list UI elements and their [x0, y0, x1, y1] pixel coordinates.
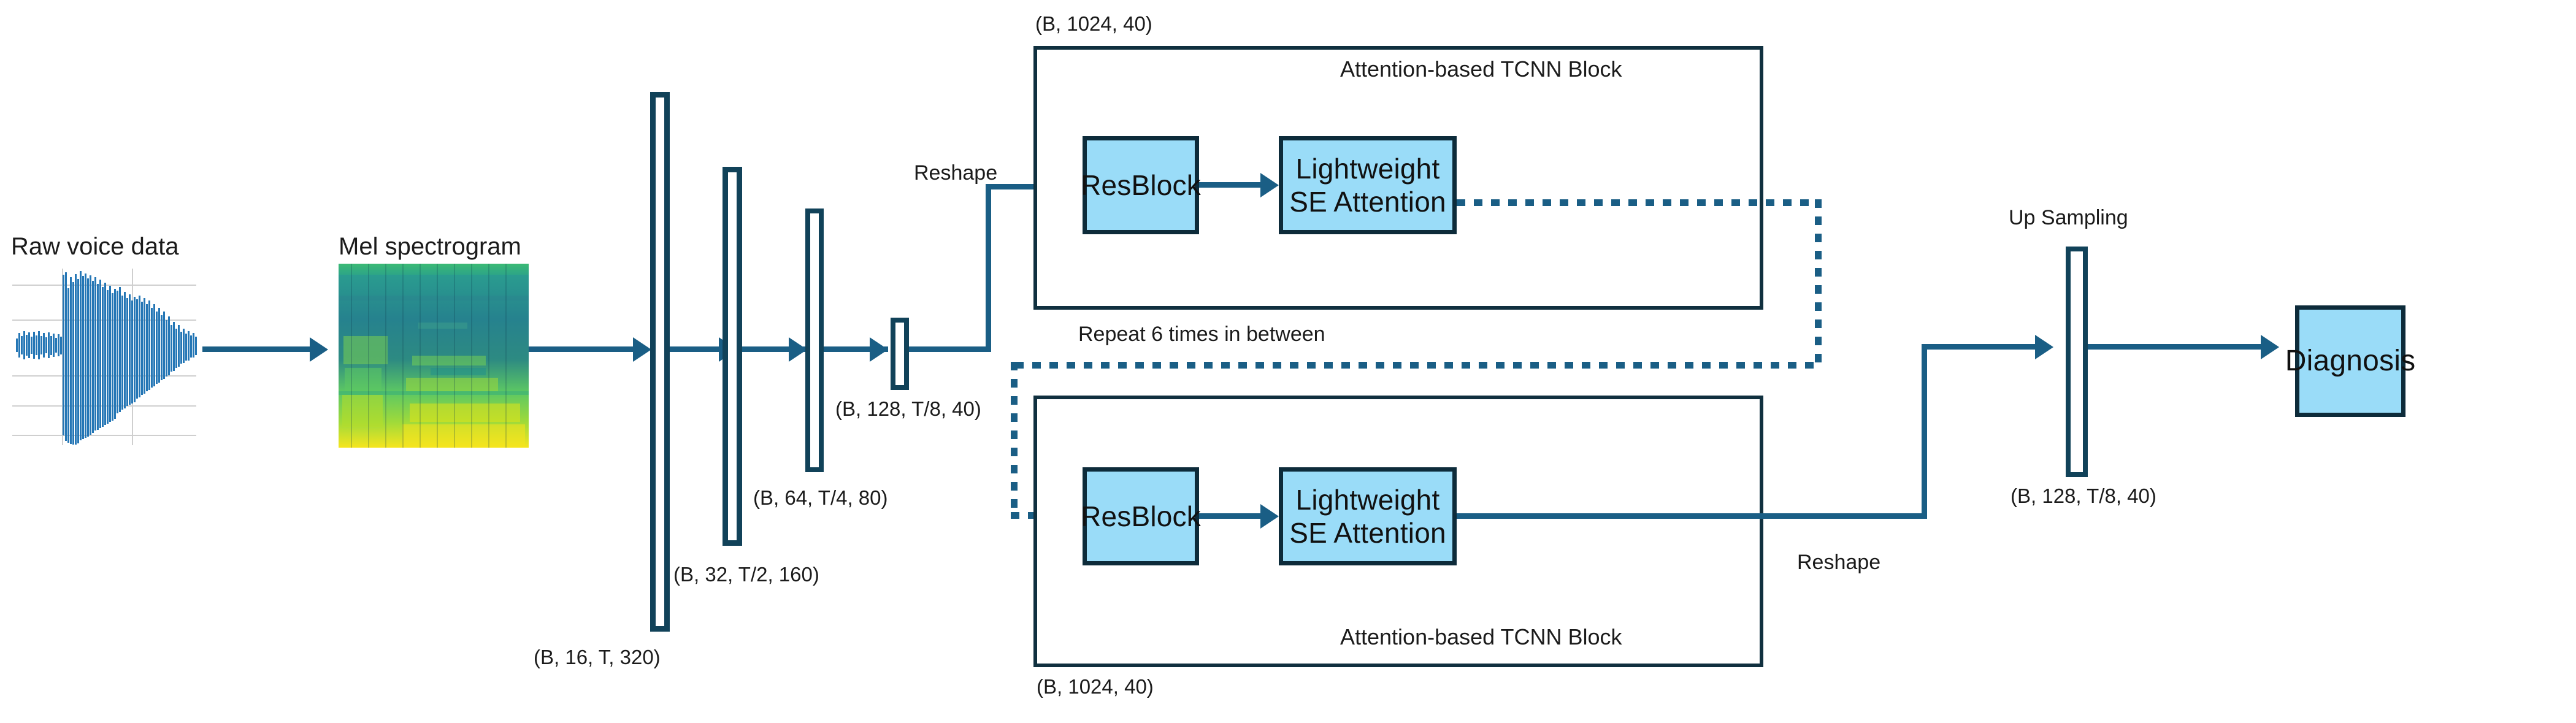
feedback-dotted-mid-horizontal	[1015, 362, 1822, 369]
output-route-horizontal-upper	[1922, 344, 2035, 350]
tcnn-bottom-se-line2: SE Attention	[1289, 517, 1446, 549]
arrow-raw-to-spec-head	[310, 337, 328, 362]
output-route-vertical	[1922, 344, 1927, 516]
arrow-bottom-resblock-to-se-head	[1260, 504, 1279, 529]
reshape-route-vertical	[986, 184, 991, 350]
feedback-dotted-left-vertical	[1011, 362, 1018, 515]
waveform-thumbnail	[6, 264, 202, 448]
diagnosis-output-box[interactable]: Diagnosis	[2285, 305, 2415, 417]
conv-layer-3-shape: (B, 64, T/4, 80)	[753, 486, 888, 509]
tcnn-bottom-resblock[interactable]: ResBlock	[1081, 467, 1201, 565]
conv-layer-4-bar	[891, 318, 909, 390]
output-route-horizontal-lower	[1457, 513, 1927, 519]
reshape-label-top: Reshape	[914, 161, 998, 185]
tcnn-bottom-se-line1: Lightweight	[1295, 483, 1440, 516]
tcnn-top-resblock[interactable]: ResBlock	[1081, 136, 1201, 234]
arrow-spec-to-conv1-line	[529, 346, 636, 352]
conv-layer-4-shape: (B, 128, T/8, 40)	[835, 397, 981, 420]
tcnn-bottom-se-attention[interactable]: Lightweight SE Attention	[1279, 467, 1457, 565]
arrow-bottom-resblock-to-se-line	[1199, 513, 1271, 519]
tcnn-top-se-attention[interactable]: Lightweight SE Attention	[1279, 136, 1457, 234]
tcnn-top-caption: Attention-based TCNN Block	[1340, 56, 1622, 82]
tcnn-top-se-line2: SE Attention	[1289, 186, 1446, 218]
repeat-note-label: Repeat 6 times in between	[1078, 323, 1325, 346]
arrow-upsampling-to-diagnosis-head	[2261, 335, 2279, 359]
up-sampling-bar	[2066, 247, 2088, 477]
arrow-conv2-to-conv3-line	[742, 346, 807, 352]
arrow-upsampling-to-diagnosis-line	[2088, 344, 2263, 350]
reshape-route-horizontal-lower	[909, 346, 991, 352]
arrow-conv3-to-conv4-head	[870, 337, 888, 362]
arrow-raw-to-spec-line	[202, 346, 310, 352]
conv-layer-1-bar	[650, 92, 670, 632]
feedback-dotted-right-vertical	[1815, 199, 1822, 368]
conv-layer-1-shape: (B, 16, T, 320)	[534, 646, 661, 668]
mel-spectrogram-thumbnail	[339, 264, 529, 448]
feedback-dotted-top-horizontal	[1457, 199, 1822, 206]
tcnn-top-se-line1: Lightweight	[1295, 152, 1440, 185]
arrow-conv1-to-conv2-line	[670, 346, 737, 352]
raw-voice-data-label: Raw voice data	[11, 233, 179, 260]
arrow-conv3-to-conv4-line	[824, 346, 888, 352]
tcnn-bottom-caption: Attention-based TCNN Block	[1340, 624, 1622, 649]
reshape-route-horizontal-upper	[986, 184, 1064, 189]
up-sampling-label: Up Sampling	[2009, 206, 2128, 229]
tcnn-top-shape-label: (B, 1024, 40)	[1035, 12, 1152, 35]
arrow-top-resblock-to-se-head	[1260, 173, 1279, 197]
tcnn-bottom-shape-label: (B, 1024, 40)	[1037, 675, 1154, 698]
arrow-spec-to-conv1-head	[633, 337, 651, 362]
conv-layer-2-bar	[723, 167, 742, 546]
arrow-conv2-to-conv3-head	[789, 337, 807, 362]
conv-layer-2-shape: (B, 32, T/2, 160)	[673, 563, 819, 586]
arrow-into-upsampling-head	[2035, 335, 2053, 359]
arrow-top-resblock-to-se-line	[1199, 182, 1271, 188]
up-sampling-shape-label: (B, 128, T/8, 40)	[2011, 484, 2156, 507]
conv-layer-3-bar	[805, 208, 824, 472]
reshape-label-bottom: Reshape	[1797, 551, 1881, 574]
mel-spectrogram-label: Mel spectrogram	[339, 233, 521, 260]
